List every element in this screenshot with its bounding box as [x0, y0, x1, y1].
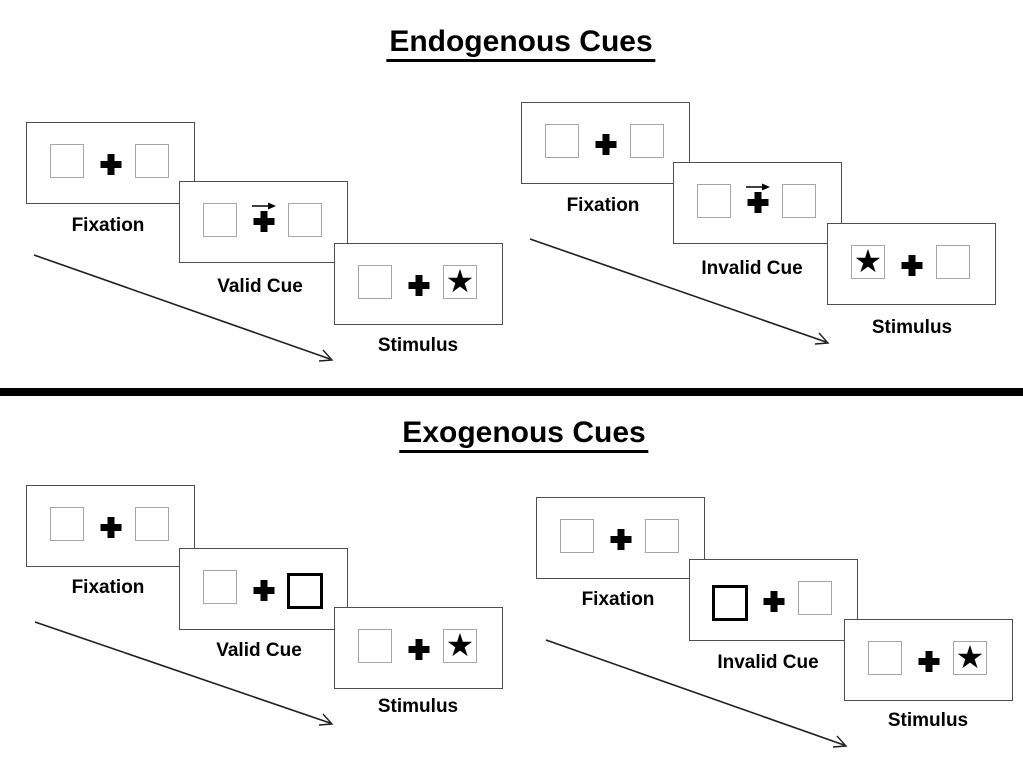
fixation-cross-icon: [901, 255, 922, 276]
exo-invalid-cue-panel: [689, 559, 858, 641]
valid-cue-label: Valid Cue: [216, 640, 302, 661]
left-box: [203, 570, 237, 604]
valid-cue-label: Valid Cue: [217, 276, 303, 297]
endo-invalid-fixation-panel: [521, 102, 690, 184]
fixation-cross-icon: [747, 192, 768, 213]
left-box: [560, 519, 594, 553]
exogenous-section-title: Exogenous Cues: [399, 416, 649, 453]
time-arrow: [529, 238, 830, 345]
fixation-cross-icon: [763, 591, 784, 612]
right-box: [798, 581, 832, 615]
time-arrow: [545, 639, 848, 748]
left-box: [545, 124, 579, 158]
exo-valid-stimulus-panel: ★: [334, 607, 503, 689]
fixation-cross-icon: [253, 580, 274, 601]
cue-arrow-icon: [251, 202, 276, 210]
endo-valid-stimulus-panel: ★: [334, 243, 503, 325]
invalid-cue-label: Invalid Cue: [701, 258, 803, 279]
left-box: [358, 265, 392, 299]
right-box: [782, 184, 816, 218]
right-box: [288, 203, 322, 237]
right-box: [135, 144, 169, 178]
endogenous-section-title: Endogenous Cues: [386, 25, 656, 62]
stimulus-label: Stimulus: [871, 317, 953, 338]
star-stimulus-icon: ★: [445, 626, 475, 664]
right-box-with-star: ★: [953, 641, 987, 675]
left-box: [358, 629, 392, 663]
star-stimulus-icon: ★: [445, 262, 475, 300]
fixation-cross-icon: [595, 134, 616, 155]
left-box: [50, 507, 84, 541]
exo-invalid-fixation-panel: [536, 497, 705, 579]
fixation-cross-icon: [100, 517, 121, 538]
fixation-label: Fixation: [71, 215, 145, 236]
left-box: [203, 203, 237, 237]
left-box: [697, 184, 731, 218]
stimulus-label: Stimulus: [887, 710, 969, 731]
right-box: [936, 245, 970, 279]
exo-valid-fixation-panel: [26, 485, 195, 567]
fixation-cross-icon: [253, 211, 274, 232]
right-box-with-star: ★: [443, 629, 477, 663]
fixation-cross-icon: [408, 639, 429, 660]
endo-valid-fixation-panel: [26, 122, 195, 204]
highlighted-cue-box: [712, 585, 748, 621]
left-box: [50, 144, 84, 178]
exo-invalid-stimulus-panel: ★: [844, 619, 1013, 701]
invalid-cue-label: Invalid Cue: [717, 652, 819, 673]
left-box-with-star: ★: [851, 245, 885, 279]
fixation-label: Fixation: [566, 195, 640, 216]
fixation-cross-icon: [610, 529, 631, 550]
star-stimulus-icon: ★: [853, 242, 883, 280]
right-box: [645, 519, 679, 553]
exo-valid-cue-panel: [179, 548, 348, 630]
endo-invalid-stimulus-panel: ★: [827, 223, 996, 305]
fixation-cross-icon: [100, 154, 121, 175]
stimulus-label: Stimulus: [377, 696, 459, 717]
endo-valid-cue-panel: [179, 181, 348, 263]
endo-invalid-cue-panel: [673, 162, 842, 244]
time-arrow: [33, 254, 334, 362]
stimulus-label: Stimulus: [377, 335, 459, 356]
right-box-with-star: ★: [443, 265, 477, 299]
fixation-label: Fixation: [581, 589, 655, 610]
time-arrow: [34, 621, 334, 726]
cue-arrow-icon: [745, 183, 770, 191]
right-box: [630, 124, 664, 158]
star-stimulus-icon: ★: [955, 638, 985, 676]
highlighted-cue-box: [287, 573, 323, 609]
section-divider: [0, 388, 1023, 396]
left-box: [868, 641, 902, 675]
right-box: [135, 507, 169, 541]
fixation-label: Fixation: [71, 577, 145, 598]
fixation-cross-icon: [918, 651, 939, 672]
fixation-cross-icon: [408, 275, 429, 296]
